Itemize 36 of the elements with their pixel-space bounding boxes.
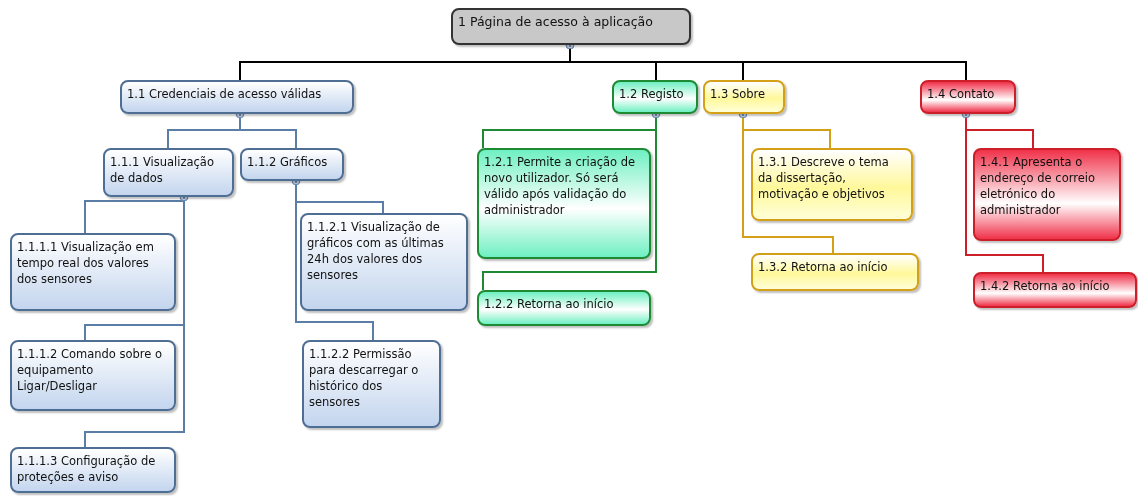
topic-box (120, 80, 354, 114)
topic-box (10, 447, 176, 493)
topic-box (973, 272, 1137, 308)
topic-box (477, 290, 651, 326)
topic-box (751, 148, 913, 221)
topic-box (703, 80, 785, 114)
topic-box (103, 148, 234, 197)
topic-box (240, 148, 344, 181)
topic-text: 1.2 Registo (619, 86, 685, 102)
topic-box (302, 340, 441, 428)
topic-text: 1.2.1 Permite a criação de novo utilizador. Só será válido após validação do administrador (484, 154, 637, 218)
topic-box (477, 148, 651, 259)
topic-box (612, 80, 698, 114)
topic-text: 1 Página de acesso à aplicação (458, 14, 654, 30)
topic-box (751, 253, 919, 291)
topic-text: 1.4 Contato (927, 86, 996, 102)
topic-text: 1.4.2 Retorna ao início (980, 278, 1111, 294)
topic-box (451, 8, 691, 45)
topic-text: 1.4.1 Apresenta o endereço de correio eletrónico do administrador (980, 154, 1096, 218)
topic-box (10, 340, 176, 411)
topic-text: 1.1 Credenciais de acesso válidas (127, 86, 323, 102)
topic-text: 1.3.2 Retorna ao início (758, 259, 889, 275)
topic-text: 1.3 Sobre (710, 86, 767, 102)
topic-text: 1.1.1 Visualização de dados (110, 154, 215, 186)
topic-text: 1.3.1 Descreve o tema da dissertação, motivação e objetivos (758, 154, 890, 202)
topic-box (300, 213, 468, 311)
topic-box (920, 80, 1016, 114)
topic-text: 1.1.2.1 Visualização de gráficos com as últimas 24h dos valores dos sensores (307, 219, 445, 283)
topic-text: 1.1.1.1 Visualização em tempo real dos valores dos sensores (17, 239, 155, 287)
topic-text: 1.1.1.2 Comando sobre o equipamento Ligar/Desligar (17, 346, 164, 394)
topic-box (10, 233, 176, 311)
topic-text: 1.1.1.3 Configuração de proteções e aviso (17, 453, 157, 485)
topic-text: 1.1.2 Gráficos (247, 154, 329, 170)
topic-box (973, 148, 1121, 241)
topic-text: 1.2.2 Retorna ao início (484, 296, 615, 312)
topic-text: 1.1.2.2 Permissão para descarregar o histórico dos sensores (309, 346, 420, 410)
